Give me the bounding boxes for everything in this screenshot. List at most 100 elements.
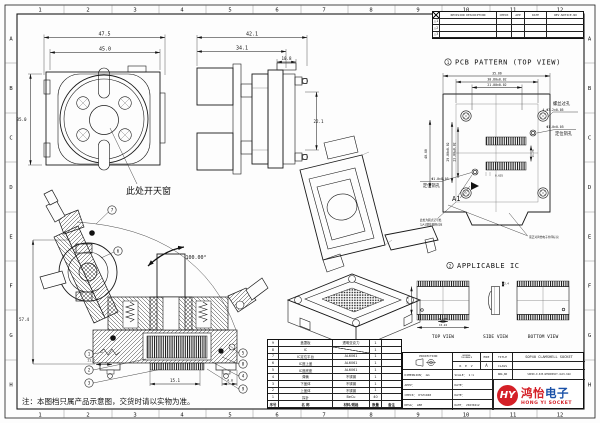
bom-cell: 1 (370, 367, 382, 374)
pin1-marker-label: A1 (452, 195, 460, 203)
section-marker: 1 (447, 60, 450, 65)
title-block: PROJECTION GENERAL TOLERANCE MODE TITLE … (402, 352, 585, 410)
bom-cell: 7 (268, 353, 279, 361)
desg-value: LBH (416, 403, 423, 407)
grid-col-label: 2 (86, 8, 89, 14)
bom-cell (382, 347, 401, 354)
dim-label: 0.635 (439, 317, 447, 321)
bom-cell: BeCu (333, 394, 370, 402)
bom-cell: 不锈钢 (333, 380, 370, 388)
bom-cell: 9 (268, 340, 279, 347)
bom-cell: 数量 (370, 401, 382, 408)
balloon-number: 3 (88, 381, 91, 386)
ic-view-label: TOP VIEW (432, 334, 454, 340)
revision-cell (525, 18, 547, 25)
dimension-label: DIMENSION： (404, 372, 424, 377)
date-cell-2: DATE： (453, 390, 493, 400)
revision-mark: △2 (433, 25, 440, 32)
applicable-ic-view: 2 APPLICABLE IC 10.16 0.635 15.24 2.4 TO… (406, 261, 570, 340)
dim-label: 22.1 (313, 119, 324, 124)
grid-row-label: B (9, 86, 13, 92)
projection-label: PROJECTION (419, 354, 438, 358)
revision-cell (440, 25, 497, 32)
date-cell-3: DATE： 20230412 (453, 400, 493, 410)
bom-cell: IC (279, 346, 333, 354)
dimension-value: mm (425, 372, 430, 377)
balloon-number: 6 (117, 249, 120, 254)
dim-label: 47.5 (98, 32, 110, 38)
bom-cell: 不锈钢 (333, 373, 370, 381)
dim-label: 2.4 (504, 282, 509, 286)
grid-col-label: 7 (322, 413, 325, 419)
balloon-number: 2 (88, 368, 91, 373)
pcb-note-right: 需正对鸿怡电子丝印标识 (529, 235, 559, 239)
scale-label: SCALE： (454, 372, 467, 377)
revision-cell (497, 18, 512, 25)
dim-label: 34.1 (236, 46, 248, 52)
dim-label: 4.0 (227, 379, 233, 383)
bom-cell: 上盖体 (279, 387, 333, 395)
grid-col-label: 9 (416, 413, 419, 419)
grid-col-label: 9 (416, 8, 419, 14)
grid-row-label: D (588, 185, 591, 191)
company-logo: HY 鸿怡电子 HONG YI SOCKET (493, 380, 585, 410)
balloon-number: 8 (242, 362, 245, 367)
dimension-cell: DIMENSION： mm (403, 370, 453, 380)
grid-col-label: 6 (275, 413, 278, 419)
bom-cell: 不锈钢 (333, 387, 370, 395)
revision-cell (547, 19, 584, 25)
balloon-number: 4 (242, 374, 245, 379)
bom-cell (382, 381, 401, 388)
balloon-callouts: 7 6 1 2 3 5 8 4 9 (84, 205, 248, 394)
grid-row-label: G (9, 333, 12, 339)
dim-label: 42.1 (246, 32, 258, 38)
dim-label: 40.60 (424, 149, 428, 159)
bom-cell: AL6061 (333, 353, 370, 361)
revision-header: APP (512, 12, 525, 19)
revision-cell (525, 25, 547, 32)
grid-row-label: E (588, 235, 591, 241)
date-label: DATE： (454, 403, 465, 407)
grid-labels: 112233445566778899101011111212AABBCCDDEE… (9, 8, 592, 419)
projection-cell: PROJECTION (403, 353, 453, 370)
revision-cell (497, 25, 512, 32)
grid-col-label: 1 (38, 8, 41, 14)
grid-row-label: H (9, 383, 12, 389)
grid-col-label: 10 (463, 8, 470, 14)
pin-hole-dim-left: Φ1.0±0.05 (431, 177, 448, 181)
grid-col-label: 6 (275, 8, 278, 14)
bom-cell: IC定位平台 (279, 353, 333, 361)
bom-cell: 材料/规格 (333, 401, 370, 408)
check-cell: CHECK： DYZ1940 (403, 390, 453, 400)
pcb-note-left: 此处为圆点记号处 (420, 218, 442, 222)
date-cell-1: DATE： (453, 380, 493, 390)
sheet-frame: 112233445566778899101011111212AABBCCDDEE… (4, 4, 596, 419)
drawing-title: SOP40 CLAMSHELL SOCKET (513, 353, 585, 362)
class-value (513, 362, 585, 370)
desg-label: DESG： (404, 403, 415, 407)
applicable-ic-title: APPLICABLE IC (457, 262, 520, 270)
grid-row-label: G (588, 333, 591, 339)
bom-cell: AL6061 (333, 360, 370, 368)
pcb-note-left: 与A1脚位置相对应 (420, 223, 443, 227)
bom-cell (382, 367, 401, 374)
grid-row-label: C (588, 136, 591, 142)
revision-cell (440, 31, 497, 38)
grid-col-label: 4 (180, 8, 184, 14)
ic-view-label: SIDE VIEW (483, 334, 508, 340)
revision-cell (440, 18, 497, 25)
grid-col-label: 12 (557, 413, 564, 419)
tolerance-cell: GENERAL TOLERANCE (453, 353, 481, 362)
skylight-label: 此处开天窗 (126, 185, 171, 197)
bom-cell: 盖罩板 (279, 340, 333, 347)
revision-cell (547, 25, 584, 32)
grid-row-label: F (9, 284, 12, 290)
isometric-view (286, 135, 439, 350)
dim-label: 10.16 (406, 296, 410, 304)
bom-cell (333, 346, 370, 354)
bom-cell (382, 388, 401, 395)
grid-row-label: E (9, 235, 12, 241)
